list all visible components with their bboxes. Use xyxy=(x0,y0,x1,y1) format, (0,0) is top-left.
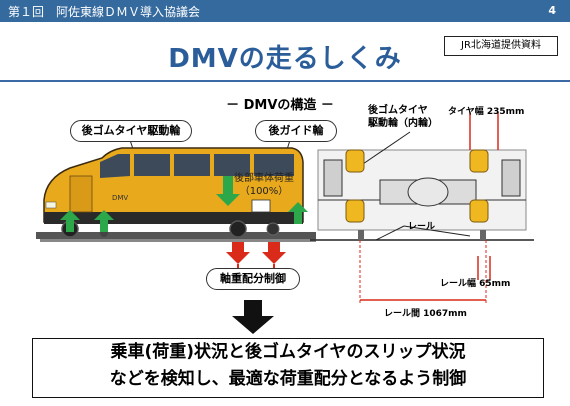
rear-load-line1: 後部車体荷重 xyxy=(234,173,294,184)
rail-width-label: レール幅 65mm xyxy=(440,279,511,289)
bus-rail-bed xyxy=(36,232,316,239)
tire-width-label: タイヤ幅 235mm xyxy=(448,107,525,117)
bus-rail-ties xyxy=(40,239,316,242)
diagram-tires xyxy=(345,149,489,223)
rear-load-label: 後部車体荷重 （100%） xyxy=(218,172,310,198)
structure-label: － DMVの構造 － xyxy=(226,98,334,113)
rear-load-line2: （100%） xyxy=(239,186,289,197)
conclusion-line2: などを検知し、最適な荷重配分となるよう制御 xyxy=(109,369,467,389)
green-down-arrow xyxy=(216,176,240,206)
page-number: 4 xyxy=(548,4,556,17)
title-divider xyxy=(0,80,570,82)
slide-title: DMVの走るしくみ xyxy=(168,44,402,74)
bus-body: DMV xyxy=(43,147,304,224)
conclusion-box: 乗車(荷重)状況と後ゴムタイヤのスリップ状況 などを検知し、最適な荷重配分となる… xyxy=(32,338,544,398)
big-down-arrow xyxy=(232,300,274,334)
diagram-rail-wheels xyxy=(358,230,486,240)
inner-drive-label: 後ゴムタイヤ 駆動輪（内輪） xyxy=(368,104,438,130)
svg-text:DMV: DMV xyxy=(112,194,128,202)
green-up-arrows xyxy=(60,202,308,232)
conclusion-line1: 乗車(荷重)状況と後ゴムタイヤのスリップ状況 xyxy=(110,342,466,362)
header-title: 第１回 阿佐東線ＤＭＶ導入協議会 xyxy=(8,5,201,19)
inner-drive-line1: 後ゴムタイヤ xyxy=(368,105,428,116)
callout-rear-guide: 後ガイド輪 xyxy=(255,120,337,142)
source-credit: JR北海道提供資料 xyxy=(444,36,558,56)
rail-spacing-label: レール間 1067mm xyxy=(384,309,467,319)
header-bar: 第１回 阿佐東線ＤＭＶ導入協議会 4 xyxy=(0,0,570,22)
inner-drive-line2: 駆動輪（内輪） xyxy=(368,118,438,129)
rail-label: レール xyxy=(408,222,436,232)
load-marker xyxy=(251,199,271,213)
callout-rear-drive: 後ゴムタイヤ駆動輪 xyxy=(70,120,192,142)
axle-control-box: 軸重配分制御 xyxy=(206,268,300,290)
red-down-arrows xyxy=(226,242,286,264)
